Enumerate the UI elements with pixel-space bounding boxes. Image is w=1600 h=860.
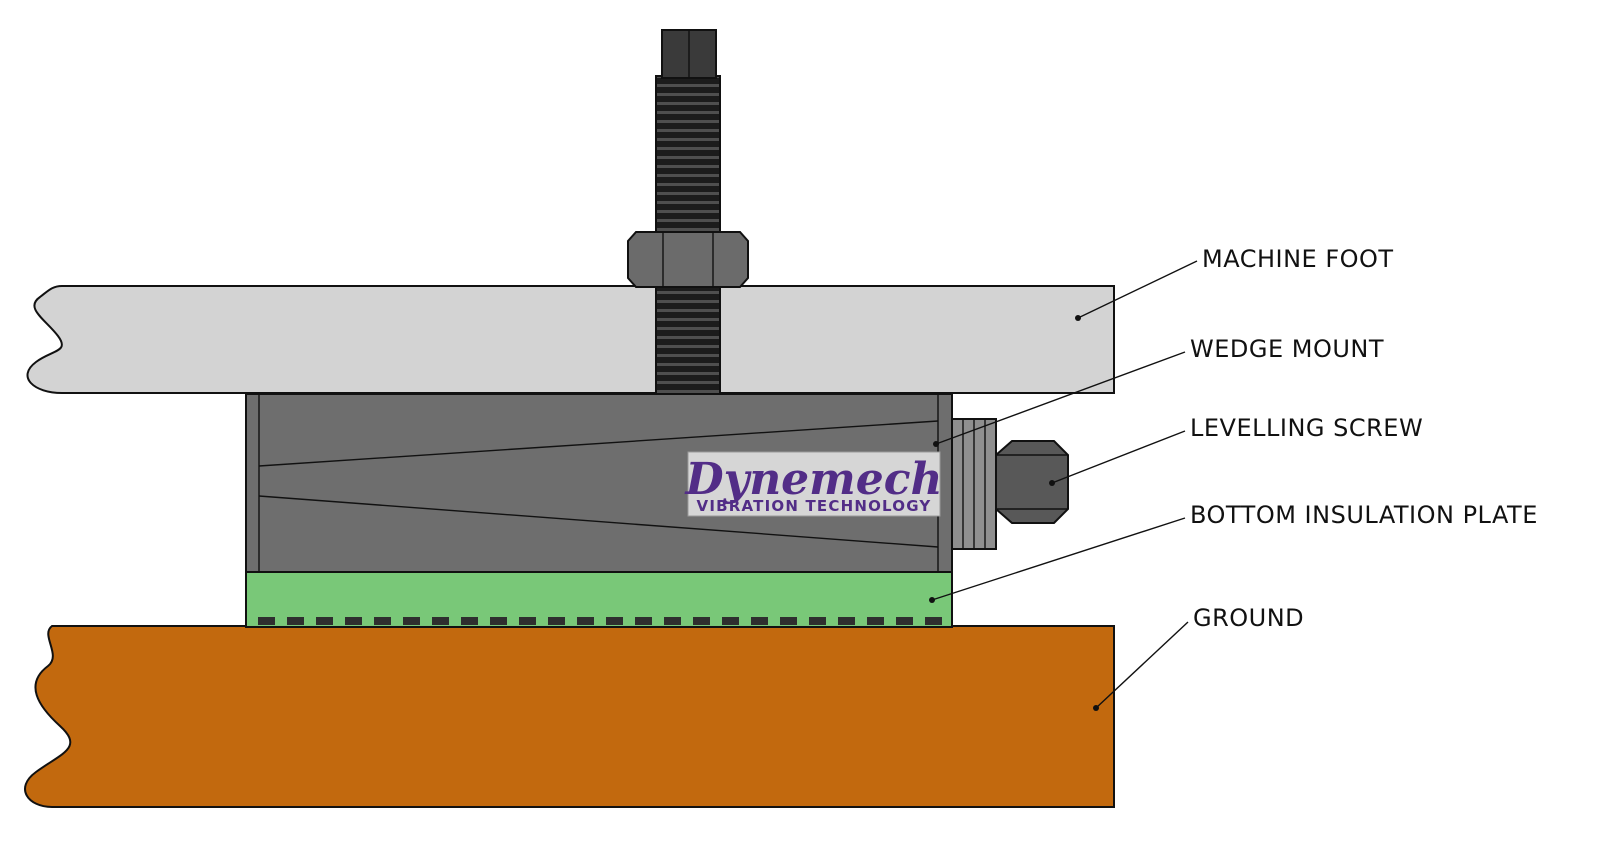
leader-bottom-insulation-plate — [931, 517, 1186, 601]
lock-nut — [627, 231, 749, 288]
leader-lines — [929, 260, 1198, 711]
machine-foot-plate — [26, 285, 1115, 394]
leader-dot-ground — [1093, 705, 1099, 711]
wedge-interface-line-lower — [258, 495, 939, 548]
label-wedge-mount: WEDGE MOUNT — [1190, 335, 1384, 363]
label-bottom-insulation-plate: BOTTOM INSULATION PLATE — [1190, 501, 1538, 529]
leader-ground — [1095, 621, 1189, 709]
logo-brand-text: Dynemech — [683, 454, 942, 505]
leader-dot-wedge-mount — [933, 441, 939, 447]
part-labels: MACHINE FOOT WEDGE MOUNT LEVELLING SCREW… — [1190, 245, 1538, 632]
leader-levelling-screw — [1051, 430, 1186, 484]
label-levelling-screw: LEVELLING SCREW — [1190, 414, 1423, 442]
leader-machine-foot — [1077, 260, 1198, 319]
label-ground: GROUND — [1193, 604, 1304, 632]
bottom-insulation-plate — [245, 571, 953, 628]
leader-dot-levelling-screw — [1049, 480, 1055, 486]
logo-tagline-text: VIBRATION TECHNOLOGY — [697, 497, 932, 515]
leader-dot-machine-foot — [1075, 315, 1081, 321]
ground-slab — [24, 625, 1115, 808]
leader-wedge-mount — [935, 351, 1186, 445]
brand-logo-plate — [687, 451, 941, 517]
label-machine-foot: MACHINE FOOT — [1202, 245, 1394, 273]
leader-dot-bottom-insulation-plate — [929, 597, 935, 603]
wedge-interface-line-upper — [258, 420, 939, 467]
levelling-screw-head — [995, 440, 1069, 524]
